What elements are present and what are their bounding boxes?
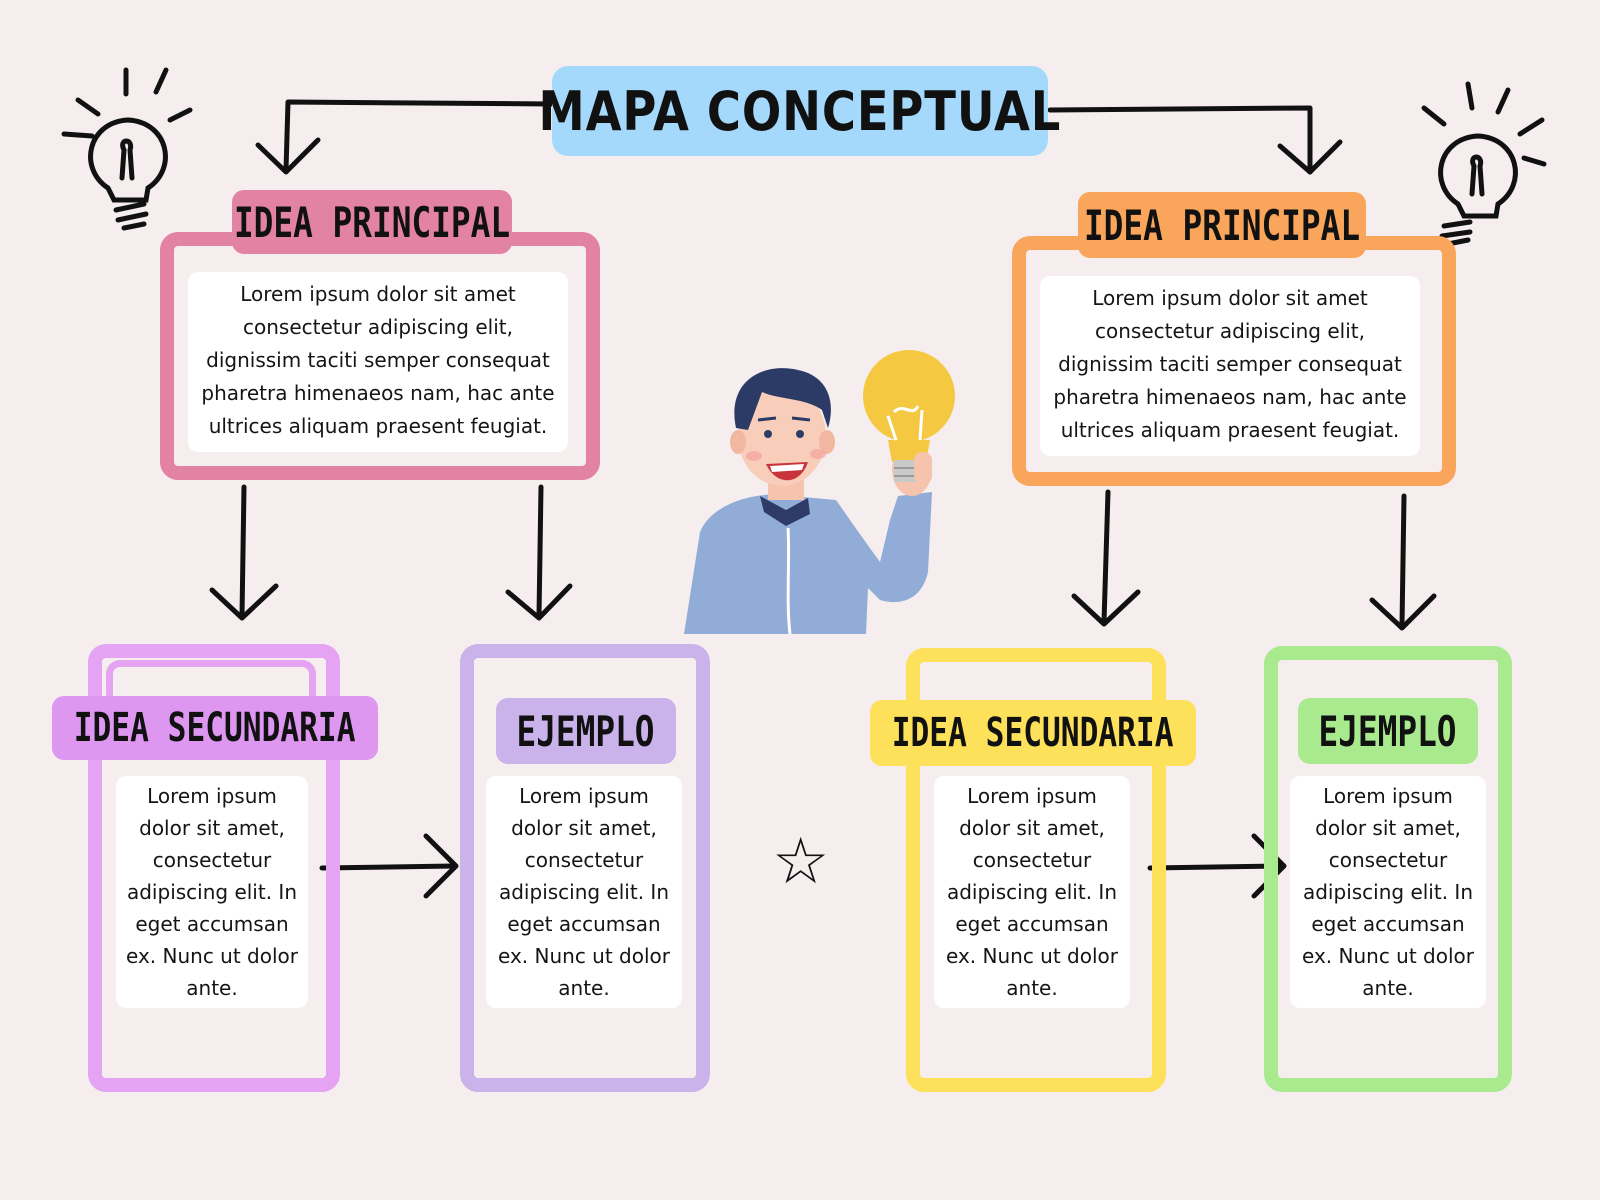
arrow-right-main-to-secondary (1101, 489, 1111, 625)
arrow-head (255, 137, 321, 175)
arrow-head (1277, 139, 1343, 175)
right-main-label: IDEA PRINCIPAL (1078, 192, 1366, 258)
left-main-label: IDEA PRINCIPAL (232, 190, 512, 254)
star-icon: ☆ (772, 825, 830, 899)
person-illustration (684, 350, 955, 635)
left-example-frame (460, 644, 710, 1092)
arrow-right-secondary-to-example (1147, 863, 1285, 871)
page-title: MAPA CONCEPTUAL (538, 79, 1062, 143)
arrow-head (423, 833, 459, 899)
arrow-head (1071, 589, 1141, 627)
arrow-title-to-right-main (1047, 105, 1313, 175)
lightbulb-icon (61, 67, 193, 231)
left-secondary-label: IDEA SECUNDARIA (52, 696, 378, 760)
right-example-text: Lorem ipsum dolor sit amet, consectetur … (1290, 776, 1486, 1008)
right-main-text: Lorem ipsum dolor sit amet consectetur a… (1040, 276, 1420, 456)
arrow-left-secondary-to-example (319, 863, 457, 871)
right-example-frame (1264, 646, 1512, 1092)
left-secondary-sketch-line (106, 660, 316, 708)
left-main-text: Lorem ipsum dolor sit amet consectetur a… (188, 272, 568, 452)
right-secondary-text: Lorem ipsum dolor sit amet, consectetur … (934, 776, 1130, 1008)
right-secondary-label: IDEA SECUNDARIA (870, 700, 1196, 766)
arrow-title-to-left-main (283, 99, 555, 173)
left-secondary-text: Lorem ipsum dolor sit amet, consectetur … (116, 776, 308, 1008)
arrow-head (1369, 593, 1437, 631)
left-example-text: Lorem ipsum dolor sit amet, consectetur … (486, 776, 682, 1008)
arrow-right-main-to-example (1399, 493, 1407, 629)
arrow-head (505, 583, 573, 621)
title-box: MAPA CONCEPTUAL (539, 66, 1061, 156)
arrow-left-main-to-secondary (239, 484, 247, 619)
left-example-label: EJEMPLO (496, 698, 676, 764)
arrow-left-main-to-example (536, 484, 544, 619)
arrow-head (209, 583, 279, 621)
right-example-label: EJEMPLO (1298, 698, 1478, 764)
lightbulb-icon (1421, 81, 1547, 247)
